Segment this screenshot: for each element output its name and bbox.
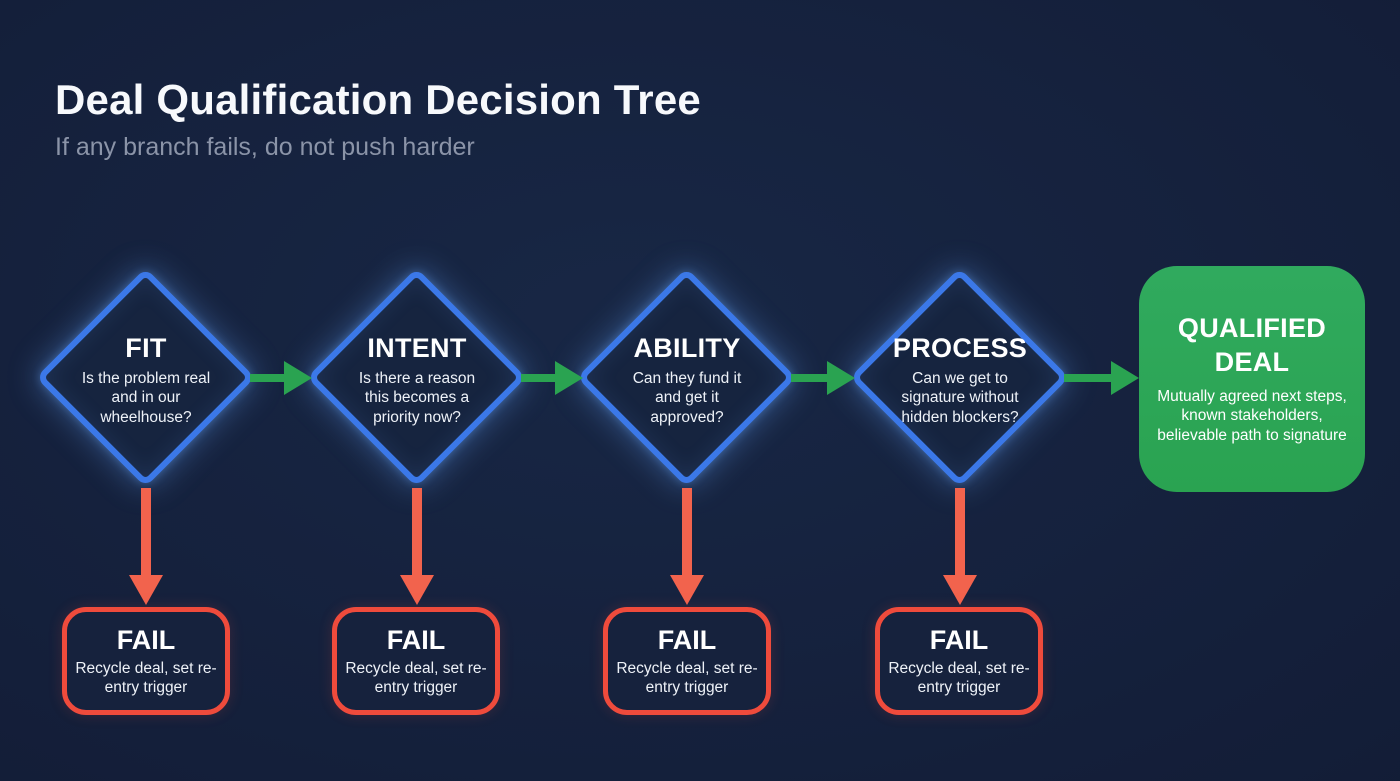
fail-arrow-shaft: [682, 488, 692, 576]
fail-arrow-head-icon: [400, 575, 434, 605]
fail-arrow-head-icon: [129, 575, 163, 605]
success-description: Mutually agreed next steps, known stakeh…: [1157, 387, 1347, 445]
fail-title: FAIL: [929, 624, 989, 655]
node-question: Can they fund it and get it approved?: [632, 369, 742, 426]
node-question: Is the problem real and in our wheelhous…: [81, 369, 211, 426]
pass-arrow-head-icon: [284, 361, 312, 395]
fail-node: FAIL Recycle deal, set re-entry trigger: [62, 607, 230, 715]
pass-arrow-head-icon: [1111, 361, 1139, 395]
node-title: PROCESS: [892, 332, 1028, 363]
fail-title: FAIL: [657, 624, 717, 655]
fail-title: FAIL: [116, 624, 176, 655]
node-title: FIT: [125, 332, 167, 363]
page-title: Deal Qualification Decision Tree: [55, 76, 701, 123]
fail-description: Recycle deal, set re-entry trigger: [616, 659, 758, 696]
fail-description: Recycle deal, set re-entry trigger: [75, 659, 217, 696]
pass-arrow-shaft: [1064, 374, 1111, 382]
node-title: INTENT: [367, 332, 467, 363]
pass-arrow-shaft: [791, 374, 827, 382]
pass-arrow-shaft: [250, 374, 284, 382]
fail-description: Recycle deal, set re-entry trigger: [345, 659, 487, 696]
fail-arrow-shaft: [141, 488, 151, 576]
decision-node-fit: FIT Is the problem real and in our wheel…: [61, 333, 231, 427]
pass-arrow-head-icon: [555, 361, 583, 395]
success-title: QUALIFIED DEAL: [1177, 313, 1327, 377]
fail-arrow-shaft: [955, 488, 965, 576]
node-title: ABILITY: [633, 332, 741, 363]
node-question: Is there a reason this becomes a priorit…: [358, 369, 476, 426]
fail-node: FAIL Recycle deal, set re-entry trigger: [875, 607, 1043, 715]
fail-arrow-head-icon: [670, 575, 704, 605]
page-subtitle: If any branch fails, do not push harder: [55, 133, 475, 161]
pass-arrow-shaft: [521, 374, 555, 382]
node-question: Can we get to signature without hidden b…: [901, 369, 1019, 426]
fail-title: FAIL: [386, 624, 446, 655]
fail-node: FAIL Recycle deal, set re-entry trigger: [603, 607, 771, 715]
decision-node-intent: INTENT Is there a reason this becomes a …: [332, 333, 502, 427]
qualified-deal-node: QUALIFIED DEAL Mutually agreed next step…: [1139, 266, 1365, 492]
pass-arrow-head-icon: [827, 361, 855, 395]
fail-arrow-head-icon: [943, 575, 977, 605]
decision-node-ability: ABILITY Can they fund it and get it appr…: [602, 333, 772, 427]
fail-node: FAIL Recycle deal, set re-entry trigger: [332, 607, 500, 715]
fail-arrow-shaft: [412, 488, 422, 576]
fail-description: Recycle deal, set re-entry trigger: [888, 659, 1030, 696]
decision-node-process: PROCESS Can we get to signature without …: [875, 333, 1045, 427]
